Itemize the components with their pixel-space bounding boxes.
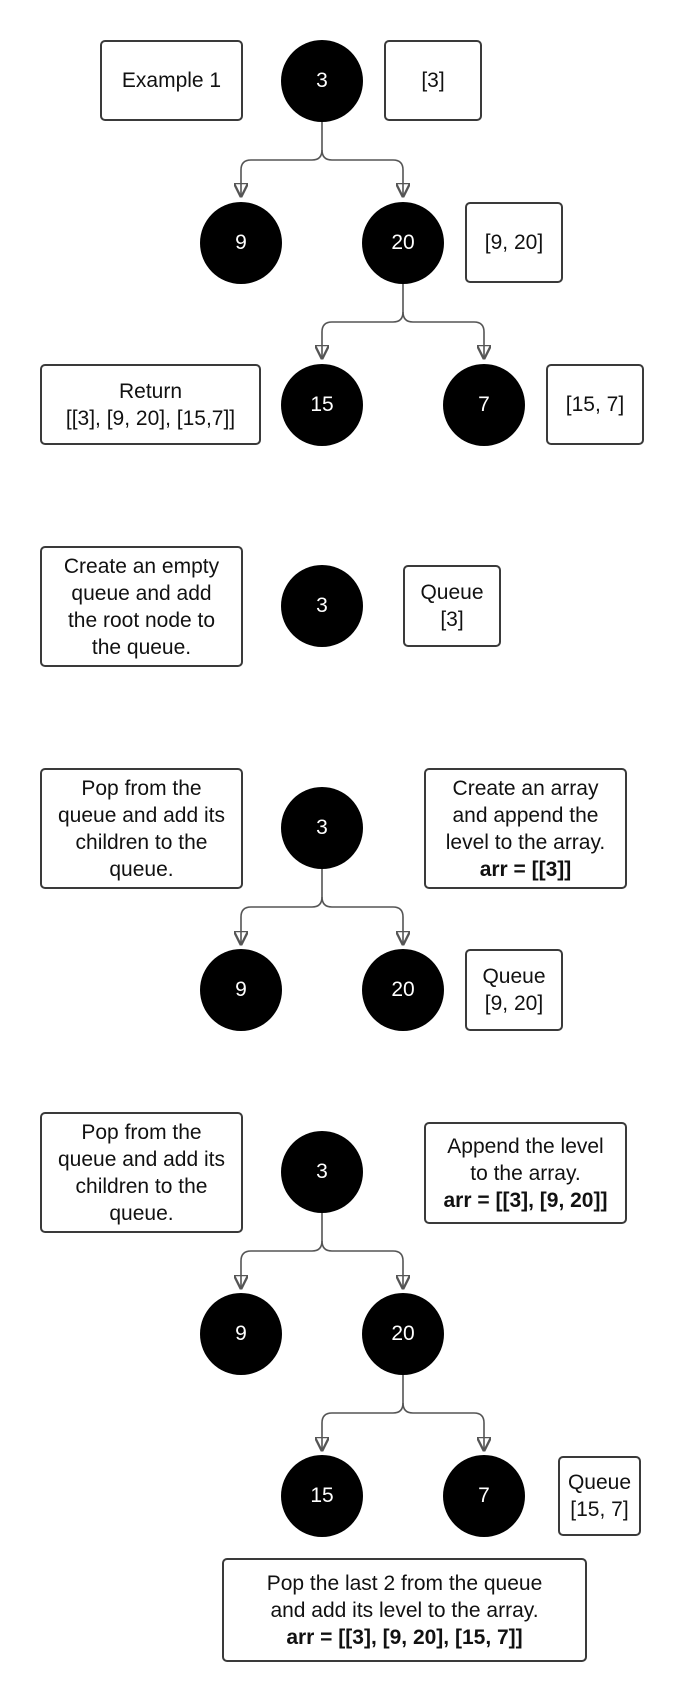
edge-3-20 [321,896,403,944]
node-value: 20 [391,1322,415,1345]
step3-note: Pop from the queue and add its children … [40,1112,243,1233]
note-line: Create an array [452,776,599,800]
edge-20-7 [402,1402,484,1450]
tree-node: 3 [281,565,363,647]
note-line: queue. [109,1201,174,1225]
node-value: 9 [235,978,247,1001]
note-line: the root node to [67,608,216,632]
tree-node: 9 [200,202,282,284]
tree-node: 9 [200,949,282,1031]
step2-note: Pop from the queue and add its children … [40,768,243,889]
final-note-box: Pop the last 2 from the queue and add it… [222,1558,587,1662]
edge-20-15 [322,280,404,358]
node-value: 20 [391,231,415,254]
note-line: level to the array. [445,830,606,854]
edge-3-9 [241,1213,323,1288]
node-value: 20 [391,978,415,1001]
tree-node: 20 [362,1293,444,1375]
level-box: [3] [384,40,482,121]
queue-box: Queue [3] [403,565,501,647]
edge-3-9 [241,869,323,944]
note-line: queue and add [71,581,212,605]
node-value: 3 [316,69,328,92]
level-value: [3] [421,69,445,92]
array-value: arr = [[3]] [479,857,572,881]
queue-title: Queue [420,581,484,604]
note-line: queue. [109,857,174,881]
note-line: the queue. [91,635,192,659]
level-value: [15, 7] [565,393,625,416]
edge-20-15 [322,1374,404,1450]
edge-3-9 [241,118,323,196]
tree-node: 15 [281,364,363,446]
return-box: Return [[3], [9, 20], [15,7]] [40,364,261,445]
note-line: Pop from the [81,1120,202,1144]
note-line: and append the [452,803,599,827]
node-value: 3 [316,594,328,617]
note-line: Pop the last 2 from the queue [266,1571,543,1595]
array-note-box: Create an array and append the level to … [424,768,627,889]
array-value: arr = [[3], [9, 20], [15, 7]] [286,1625,523,1649]
note-line: to the array. [470,1161,581,1185]
queue-title: Queue [567,1471,632,1494]
note-line: queue and add its [58,1147,225,1171]
queue-value: [9, 20] [484,992,544,1015]
node-value: 3 [316,816,328,839]
tree-node: 3 [281,1131,363,1213]
note-line: Pop from the [81,776,202,800]
note-line: Create an empty [63,554,220,578]
tree-node: 7 [443,364,525,446]
tree-node: 20 [362,202,444,284]
return-title: Return [118,379,183,403]
tree-node: 3 [281,40,363,122]
note-line: queue and add its [58,803,225,827]
example-label: Example 1 [121,69,222,92]
tree-node: 9 [200,1293,282,1375]
edge-3-20 [321,149,403,196]
note-line: children to the [75,830,208,854]
node-value: 15 [310,393,334,416]
queue-value: [15, 7] [570,1498,629,1521]
level-value: [9, 20] [484,231,544,254]
node-value: 9 [235,1322,247,1345]
tree-node: 20 [362,949,444,1031]
array-note-box: Append the level to the array. arr = [[3… [424,1122,627,1224]
tree-node: 15 [281,1455,363,1537]
node-value: 3 [316,1160,328,1183]
queue-value: [3] [440,608,464,631]
level-box: [15, 7] [546,364,644,445]
return-value: [[3], [9, 20], [15,7]] [65,406,236,430]
queue-box: Queue [9, 20] [465,949,563,1031]
tree-node: 3 [281,787,363,869]
node-value: 7 [478,393,490,416]
note-line: Append the level [447,1134,604,1158]
queue-title: Queue [482,965,546,988]
example-label-box: Example 1 [100,40,243,121]
step1-note: Create an empty queue and add the root n… [40,546,243,667]
node-value: 7 [478,1484,490,1507]
tree-node: 7 [443,1455,525,1537]
edge-3-20 [321,1240,403,1288]
queue-box: Queue [15, 7] [558,1456,641,1536]
edge-20-7 [402,311,484,358]
array-value: arr = [[3], [9, 20]] [443,1188,608,1212]
node-value: 9 [235,231,247,254]
note-line: children to the [75,1174,208,1198]
node-value: 15 [310,1484,334,1507]
level-box: [9, 20] [465,202,563,283]
note-line: and add its level to the array. [270,1598,539,1622]
